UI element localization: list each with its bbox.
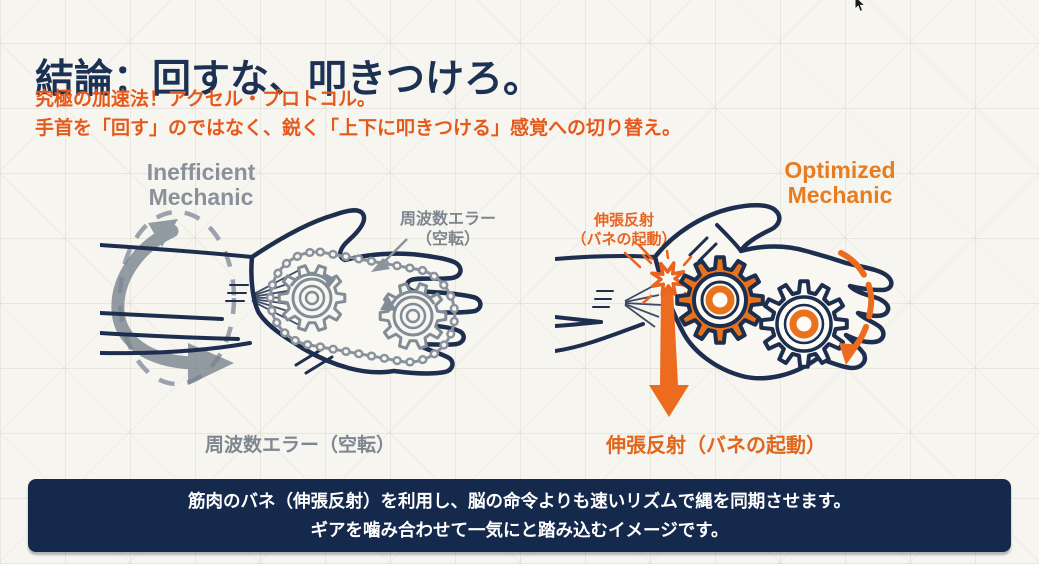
optimized-hand-illustration [555,203,894,417]
frequency-error-annotation: 周波数エラー （空転） [399,211,496,248]
summary-line-2: ギアを噛み合わせて一気にと踏み込むイメージです。 [310,519,729,540]
left-motion-slashes [294,347,334,375]
page-title: 結論：回すな、叩きつけろ。 [35,58,543,102]
starburst-icon [650,261,686,297]
stretch-reflex-annotation: 伸張反射 （バネの起動） [571,212,677,248]
summary-line-1: 筋肉のバネ（伸張反射）を利用し、脳の命令よりも速いリズムで縄を同期させます。 [188,491,851,512]
thumb-fold-line [715,223,743,253]
left-wrist-hatches [225,284,249,302]
left-arm-lines [100,243,254,356]
summary-banner: 筋肉のバネ（伸張反射）を利用し、脳の命令よりも速いリズムで縄を同期させます。 ギ… [28,479,1011,552]
rotation-dashed-circle-icon [117,209,237,387]
inefficient-mechanic-heading: Inefficient Mechanic [146,159,256,211]
inefficient-hand-illustration [100,208,483,387]
annotation-pointer-arrow [371,238,408,272]
right-motion-slashes [688,236,718,263]
stretch-reflex-caption: 伸張反射（バネの起動） [606,435,826,457]
white-gear-icon [759,279,849,369]
frequency-error-caption: 周波数エラー（空転） [204,435,395,456]
chain-icon [265,247,460,367]
rotation-arrow-icon [111,219,234,385]
subtitle-line-1: 究極の加速法！アクセル・プロトコル。 [35,89,377,110]
orange-gear-icon [675,255,765,345]
right-sprocket-icon [378,282,448,350]
right-wrist-funnel-lines [624,284,662,328]
right-wrist-hatches [592,290,614,308]
sprocket-rotation-arrows [289,272,436,311]
mouse-cursor-icon [854,0,867,13]
down-arrow-icon [649,289,689,417]
optimized-mechanic-heading: Optimized Mechanic [784,157,896,209]
curved-arrow-icon [838,250,875,365]
page-subtitle: 究極の加速法！アクセル・プロトコル。 手首を「回す」のではなく、鋭く「上下に叩き… [35,86,681,143]
subtitle-line-2: 手首を「回す」のではなく、鋭く「上下に叩きつける」感覚への切り替え。 [35,117,682,139]
sprocket-inner-circles [291,277,434,337]
